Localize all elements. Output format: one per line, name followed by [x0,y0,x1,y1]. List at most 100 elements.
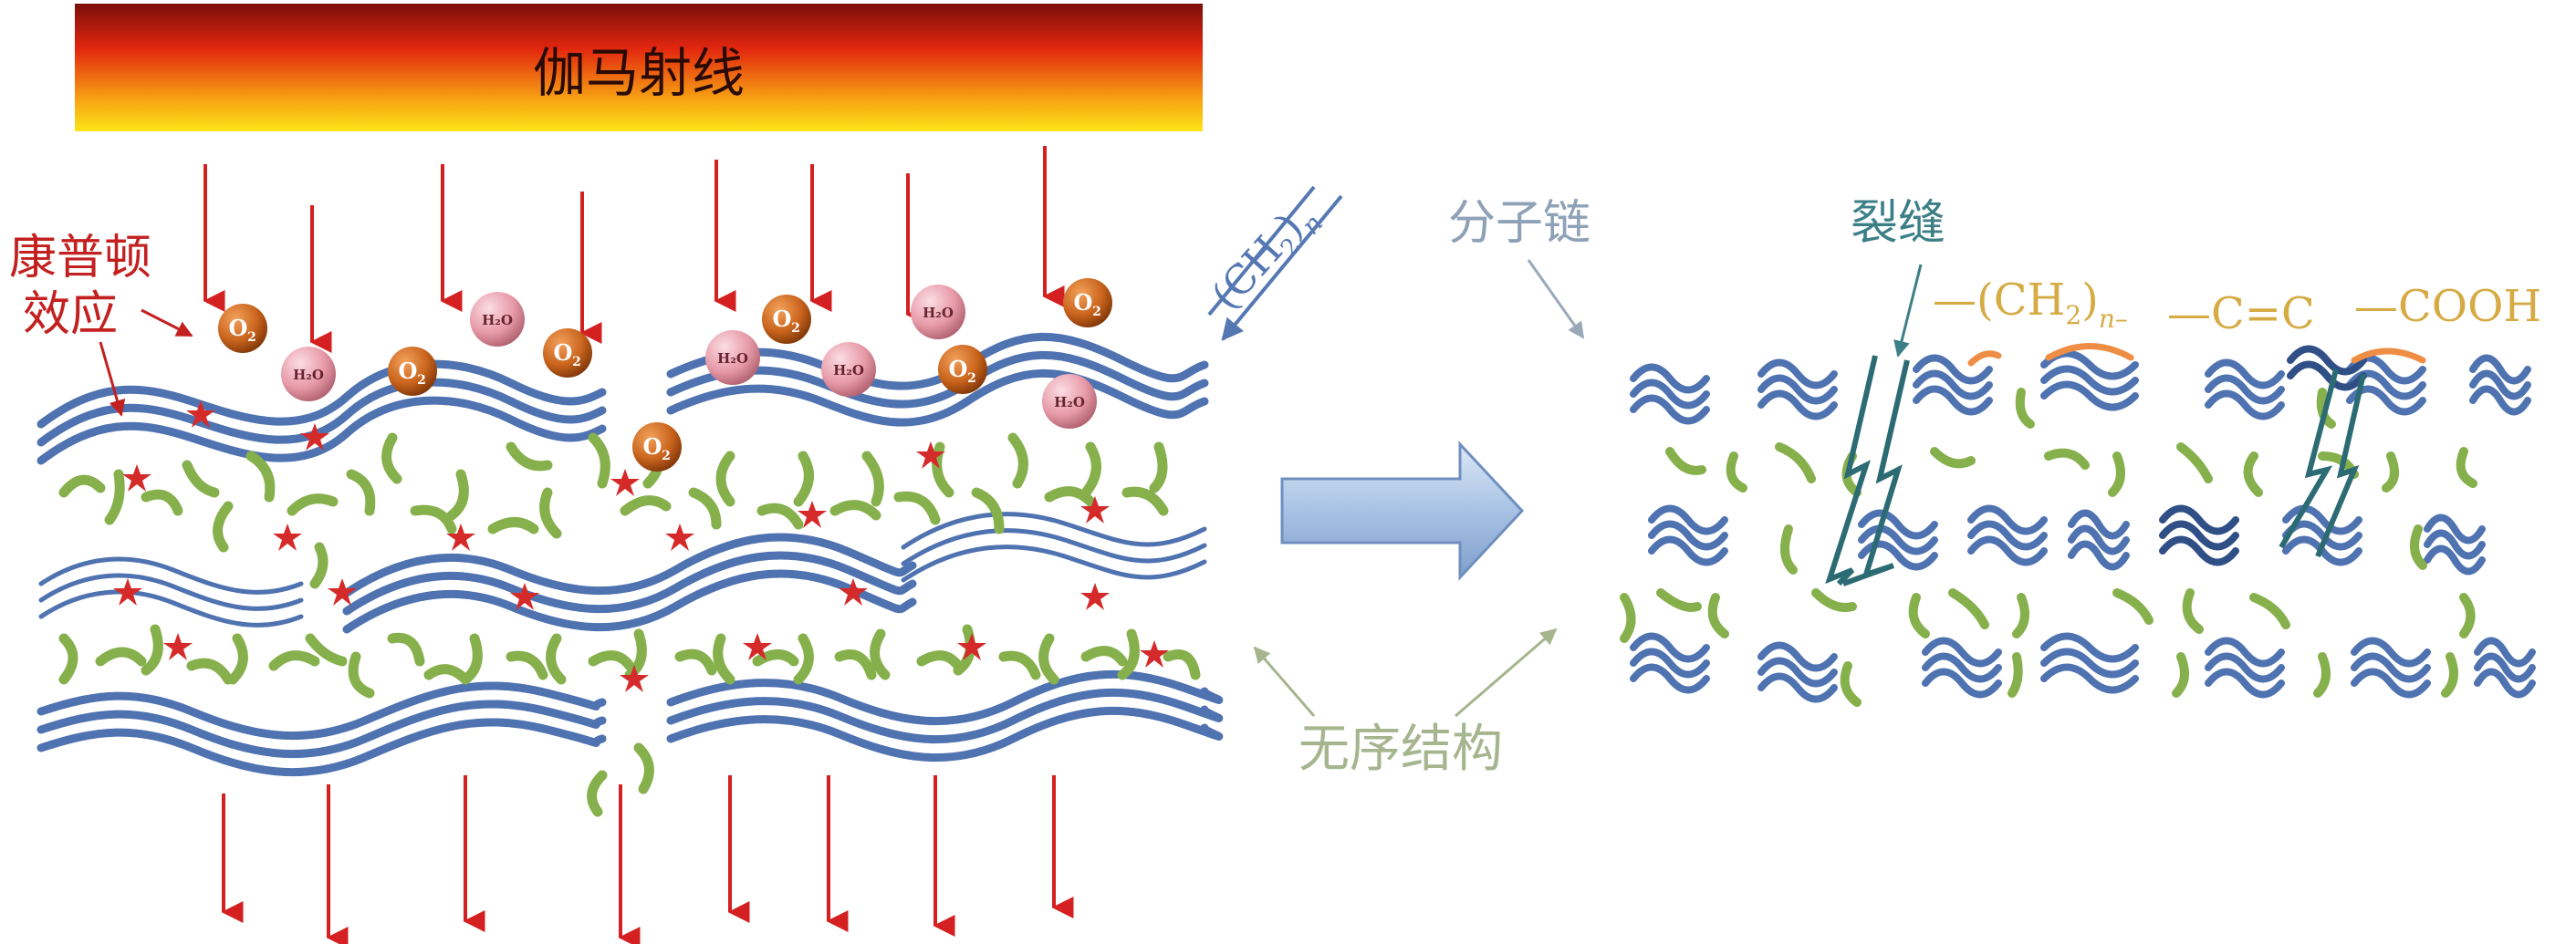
o2-molecule: O 2 [938,345,987,394]
compton-pointer [141,308,193,337]
chain-fragment [1630,632,1710,694]
star [186,400,215,428]
svg-text:(CH2)n: (CH2)n [1203,192,1329,324]
chain-fragment [1648,504,1728,566]
star [273,524,302,551]
chain-fragment [2287,345,2367,391]
chain-fragment [2040,349,2139,411]
star [113,578,142,606]
svg-text:H₂O: H₂O [717,350,748,367]
crack [1825,355,1878,586]
svg-text:O: O [949,356,968,382]
svg-text:H₂O: H₂O [293,367,324,383]
chain-bundle [37,681,607,777]
disordered-structure-label: 无序结构 [1298,720,1503,779]
svg-text:O: O [554,339,573,366]
h2o-molecule: H₂O [470,292,525,347]
chain-bundle [342,533,917,634]
crack [2315,373,2366,558]
chain-fragment [2040,632,2139,694]
ch2-fragment-label: —(CH2)n– [1933,275,2128,334]
svg-text:H₂O: H₂O [1054,394,1085,410]
crack-label: 裂缝 [1851,196,1945,251]
star [1080,496,1110,524]
h2o-molecule: H₂O [911,285,965,339]
water-molecules: H₂O H₂O H₂O H₂O H₂O H₂O [281,285,1097,429]
o2-molecule: O 2 [218,304,267,353]
svg-text:2: 2 [417,373,426,388]
gamma-ray-label: 伽马射线 [533,42,745,104]
chain-fragment [2474,637,2536,699]
disorder-pointer-left [1253,646,1316,717]
transition-arrow [1280,441,1525,581]
left-polymer-chains [37,332,1224,777]
molecular-chain-pointer [1527,259,1585,339]
star [300,423,329,451]
svg-text:H₂O: H₂O [923,305,954,321]
compton-label-line1: 康普顿 [9,231,151,285]
gamma-ray-banner [75,4,1203,131]
left-amorphous-segments [58,432,1201,817]
svg-text:2: 2 [572,355,581,369]
compton-sites [113,400,1169,692]
svg-text:H₂O: H₂O [833,362,864,379]
chain-fragment [2469,354,2531,416]
svg-text:O: O [229,315,248,341]
h2o-molecule: H₂O [281,347,336,401]
chain-fragment [1630,363,1710,425]
oxygen-molecules: O 2 O 2 O 2 O 2 O 2 O 2 O [218,278,1112,472]
star [610,469,640,496]
compton-label: 康普顿 效应 [9,231,193,417]
svg-text:O: O [773,306,792,332]
o2-molecule: O 2 [388,347,437,396]
chain-fragment [2205,637,2285,699]
molecular-chain-label: 分子链 [1448,196,1590,251]
o2-molecule: O 2 [1063,278,1112,327]
star [665,524,694,551]
chain-fragment [1922,637,2002,699]
chain-bundle [901,512,1207,583]
star [163,633,193,660]
h2o-molecule: H₂O [1042,374,1097,429]
chain-bundle [37,359,607,465]
star [620,665,649,692]
chain-fragment [2351,637,2431,699]
star [957,633,986,660]
star [328,578,357,606]
svg-text:O: O [1074,289,1093,316]
crack [1841,359,1910,586]
star [1140,640,1169,668]
chain-bundle [666,669,1224,762]
svg-text:2: 2 [1092,305,1101,319]
crack-lines [1825,355,2366,586]
star [122,464,151,492]
svg-text:2: 2 [247,330,256,345]
h2o-molecule: H₂O [821,342,876,397]
chain-fragment [1757,641,1838,703]
svg-text:2: 2 [791,321,800,336]
transmitted-radiation-arrows [221,775,1074,944]
svg-text:H₂O: H₂O [482,312,513,328]
star [1080,583,1110,610]
chain-bundle [38,556,304,628]
chain-fragment [1967,504,2048,566]
svg-text:O: O [643,433,662,460]
chain-fragment [2205,358,2285,420]
o2-molecule: O 2 [762,295,811,344]
chain-fragment [2424,513,2486,576]
h2o-molecule: H₂O [705,330,760,385]
chain-fragment [2159,504,2239,566]
crack-pointer [1893,264,1923,358]
star [916,441,945,469]
chain-fragment [1757,358,1838,420]
compton-label-line2: 效应 [23,287,118,342]
star [446,524,475,551]
disorder-pointer-right [1455,628,1558,718]
right-fragmented-chains [1630,343,2536,703]
svg-text:2: 2 [967,371,976,386]
compton-pointer [99,341,126,417]
star [839,578,868,606]
svg-text:O: O [399,358,418,384]
chain-fragment [2068,509,2130,571]
